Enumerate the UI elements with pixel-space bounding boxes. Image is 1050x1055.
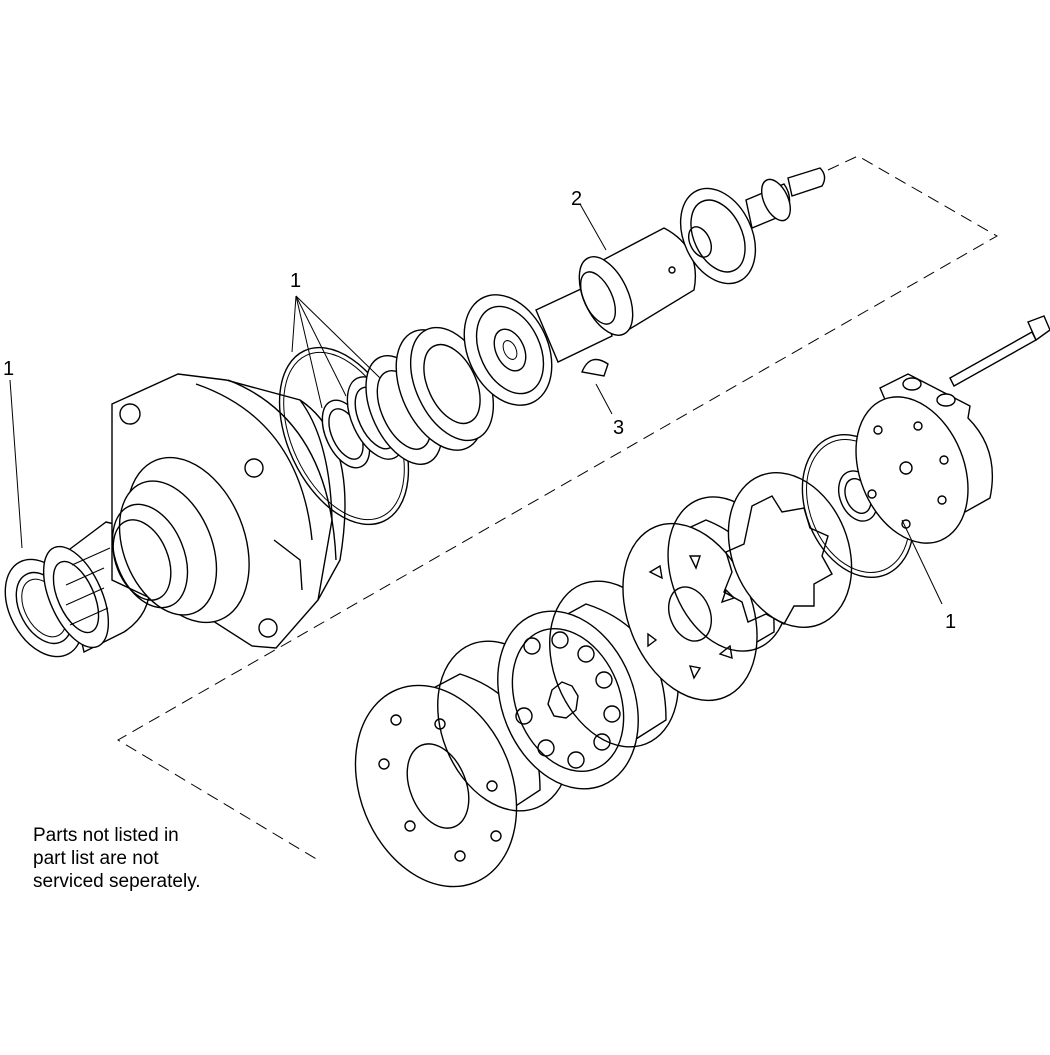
woodruff-key [581,358,609,377]
callout-key: 3 [613,417,624,439]
callout-seals-group: 1 [290,270,301,292]
callout-left-seal: 1 [3,358,14,380]
leader-shaft [579,203,607,251]
star-rotor [723,472,853,628]
callout-rear-seal: 1 [945,611,956,633]
port-end-cap [855,373,994,544]
output-shaft [535,227,696,363]
main-housing [111,373,346,649]
needle-thrust-bearing [463,294,553,406]
gerotor-body [497,603,667,790]
callout-shaft: 2 [571,188,582,210]
end-cover-plate [354,673,541,888]
leader-seals-group [291,295,381,409]
leader-rear-seal [901,519,943,605]
roller-bearing [42,521,151,654]
leader-left-seal [9,379,23,549]
long-bolt [949,315,1050,387]
dashed-axis-envelope [117,155,999,861]
service-note: Parts not listed in part list are not se… [33,825,201,892]
drive-link-shaft [745,167,826,229]
drive-bearing [679,187,757,285]
leader-key [595,383,613,415]
